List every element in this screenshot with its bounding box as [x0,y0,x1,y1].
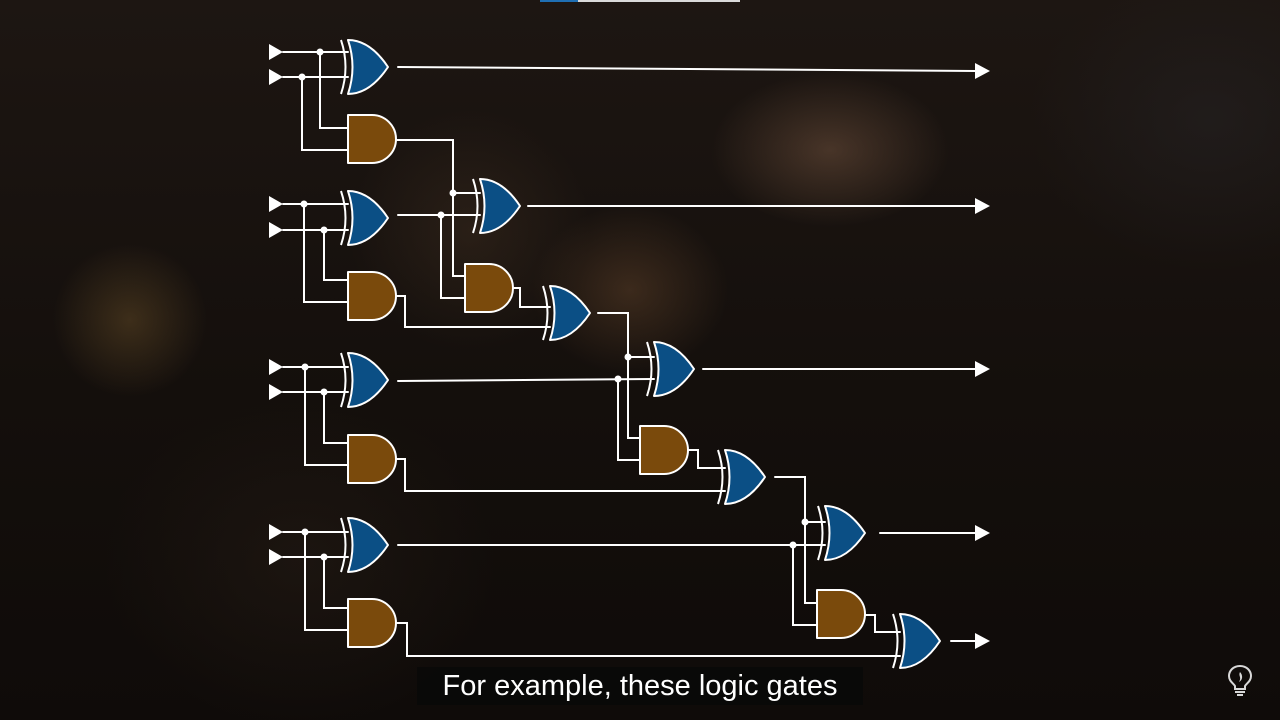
xor-gate [892,613,941,669]
video-progress-bar [540,0,740,2]
xor-gate [646,341,695,397]
lightbulb-icon [1227,664,1253,696]
output-arrows [975,63,990,649]
output-arrow [975,525,990,541]
input-arrow [269,549,283,565]
xor-gate [340,352,389,408]
and-gate [816,589,866,639]
subtitle-caption: For example, these logic gates [417,667,863,705]
and-gate [639,425,689,475]
output-arrow [975,361,990,377]
input-arrow [269,524,283,540]
input-arrow [269,44,283,60]
output-arrow [975,63,990,79]
input-arrow [269,69,283,85]
input-arrow [269,384,283,400]
input-arrows [269,44,283,565]
junction-dots [298,48,809,561]
and-gate [347,114,397,164]
output-arrow [975,633,990,649]
and-gate [347,598,397,648]
xor-gate [340,190,389,246]
xor-gate [817,505,866,561]
xor-gate [717,449,766,505]
input-arrow [269,359,283,375]
xor-gate [340,39,389,95]
xor-gate [340,517,389,573]
and-gate [464,263,514,313]
and-gate [347,434,397,484]
and-gate [347,271,397,321]
input-arrow [269,196,283,212]
input-arrow [269,222,283,238]
xor-gate [542,285,591,341]
xor-gate [472,178,521,234]
output-arrow [975,198,990,214]
wires [282,51,977,657]
